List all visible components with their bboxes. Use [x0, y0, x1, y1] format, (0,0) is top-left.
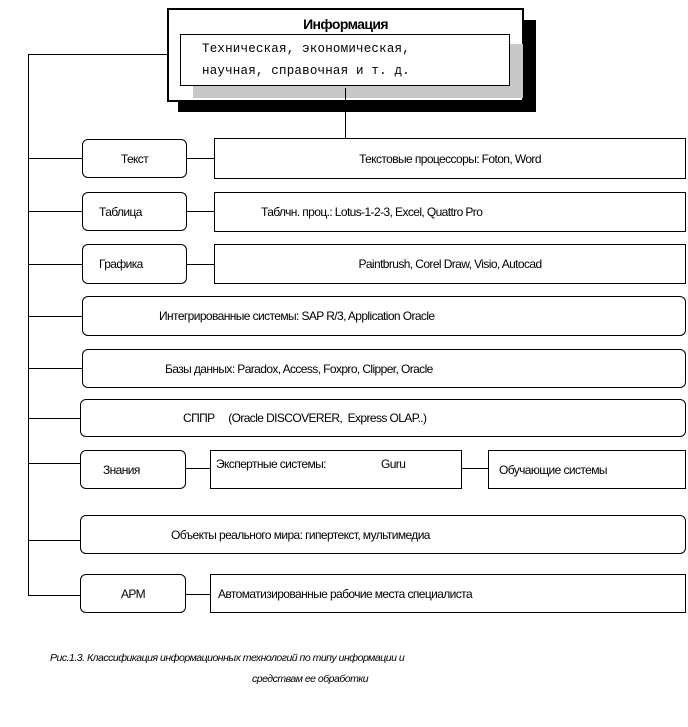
expert-systems-label: Экспертные системы:	[216, 457, 327, 471]
realworld-box: Объекты реального мира: гипертекст, муль…	[80, 515, 686, 554]
expert-systems-example: Guru	[381, 457, 406, 471]
integrated-box: Интегрированные системы: SAP R/3, Applic…	[82, 296, 686, 336]
table-desc-box: Таблчн. проц.: Lotus-1-2-3, Excel, Quatt…	[214, 192, 686, 232]
expert-systems-box	[210, 450, 462, 489]
branch-graphics	[28, 264, 82, 265]
text-desc-box: Текстовые процессоры: Foton, Word	[214, 138, 686, 179]
link-arm	[186, 594, 210, 595]
branch-realworld	[28, 540, 80, 541]
link-text	[187, 158, 215, 159]
link-table	[187, 211, 215, 212]
dss-box: СППР (Oracle DISCOVERER, Express OLAP..)	[80, 399, 686, 437]
arm-label-box: АРМ	[80, 574, 186, 613]
arm-desc-box: Автоматизированные рабочие места специал…	[210, 574, 686, 613]
trunk-top	[28, 54, 168, 55]
databases-box: Базы данных: Paradox, Access, Foxpro, Cl…	[82, 349, 686, 388]
header-subtitle-box	[180, 34, 510, 86]
knowledge-label-box: Знания	[80, 450, 186, 489]
branch-dss	[28, 418, 80, 419]
header-subtitle-line1: Техническая, экономическая,	[202, 42, 410, 56]
header-subtitle-line2: научная, справочная и т. д.	[202, 64, 410, 78]
branch-table	[28, 211, 82, 212]
branch-text	[28, 158, 82, 159]
graphics-label-box: Графика	[82, 244, 187, 284]
branch-databases	[28, 368, 82, 369]
trunk-vertical	[28, 54, 29, 596]
figure-caption-line1: Рис.1.3. Классификация информационных те…	[50, 652, 405, 664]
figure-caption-line2: средствам ее обработки	[252, 673, 369, 685]
branch-integrated	[28, 316, 82, 317]
branch-arm	[28, 595, 80, 596]
text-label-box: Текст	[82, 139, 187, 178]
link-graphics	[187, 264, 215, 265]
graphics-desc-box: Paintbrush, Corel Draw, Visio, Autocad	[214, 244, 686, 284]
connector-header-down	[345, 88, 346, 138]
training-systems-box: Обучающие системы	[488, 450, 686, 489]
header-title: Информация	[303, 16, 388, 32]
table-label-box: Таблица	[82, 192, 187, 231]
link-expert-training	[462, 468, 488, 469]
branch-knowledge	[28, 463, 80, 464]
link-knowledge	[186, 468, 210, 469]
